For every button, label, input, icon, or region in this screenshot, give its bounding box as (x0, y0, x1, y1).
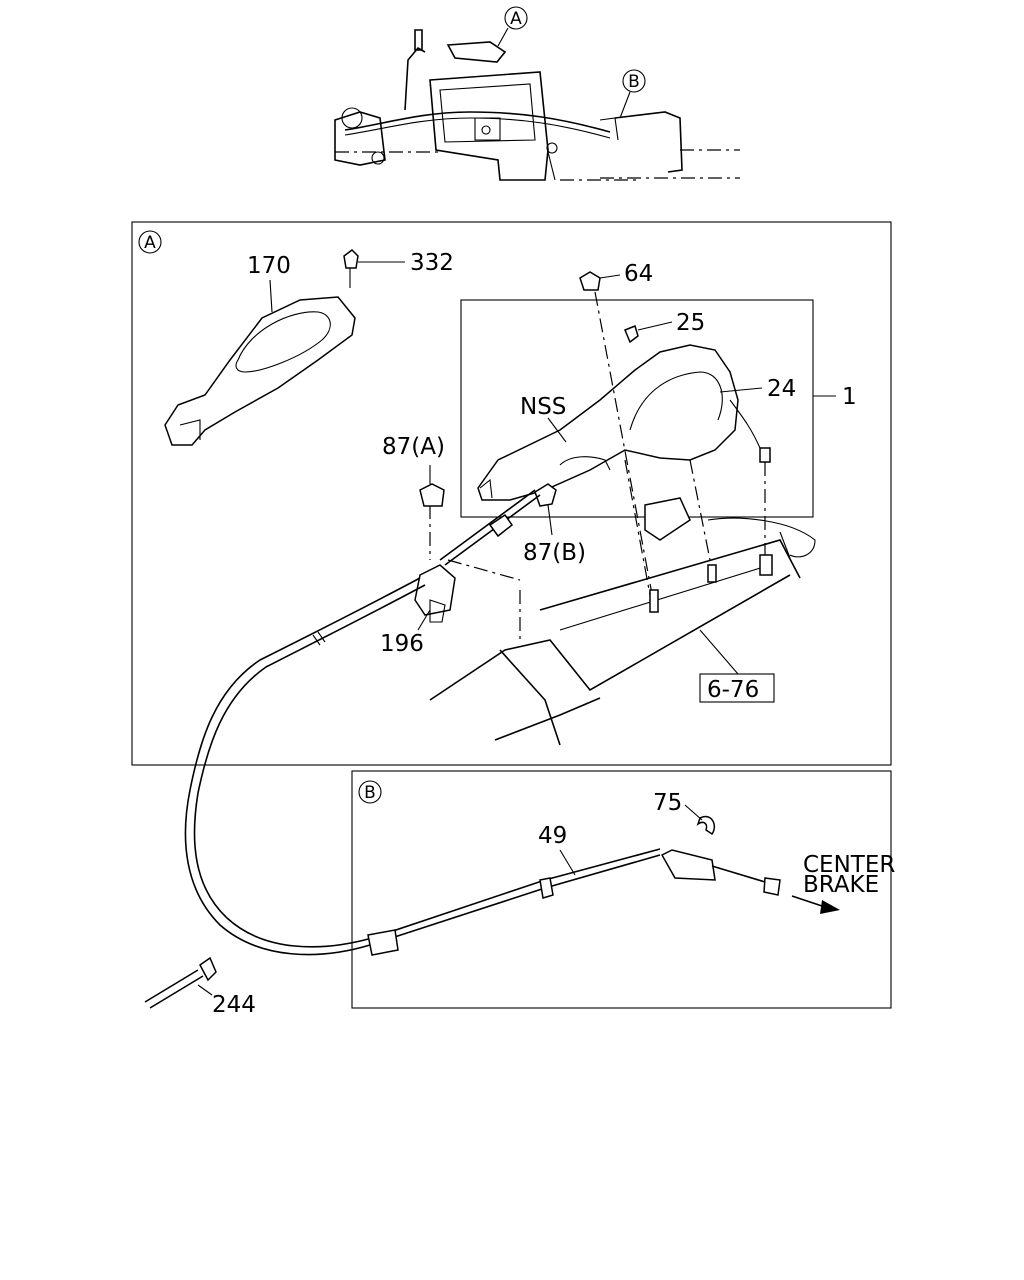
label-1: 1 (842, 384, 857, 410)
parking-brake-lever (477, 344, 761, 501)
tie-strap-244 (144, 956, 217, 1009)
section-a-callout-circle (138, 230, 162, 254)
label-87b: 87(B) (523, 540, 586, 566)
label-244: 244 (212, 992, 256, 1018)
label-6-76: 6-76 (707, 677, 759, 703)
label-332: 332 (410, 250, 454, 276)
overview-callout-b-circle (622, 69, 646, 93)
label-center: CENTER (803, 852, 895, 878)
lever-connector (759, 447, 771, 463)
nut-64 (579, 271, 601, 291)
reference-6-76-box (699, 673, 775, 703)
nut-87a (419, 483, 445, 507)
direction-arrow (791, 895, 840, 914)
overview-callout-b: B (628, 72, 640, 92)
label-24: 24 (767, 376, 796, 402)
nut-87b (534, 483, 557, 507)
label-brake: BRAKE (803, 872, 879, 898)
label-75: 75 (653, 790, 682, 816)
floor-panel (429, 497, 816, 746)
section-b-frame (351, 770, 892, 1009)
label-25: 25 (676, 310, 705, 336)
bracket-196 (414, 564, 456, 616)
cable-49 (184, 577, 781, 956)
overview-callout-a-circle (504, 6, 528, 30)
cable-front (439, 489, 541, 566)
label-64: 64 (624, 261, 653, 287)
label-170: 170 (247, 253, 291, 279)
label-196: 196 (380, 631, 424, 657)
section-a-frame (131, 221, 892, 766)
console-cover-170 (164, 296, 356, 446)
section-b-callout: B (364, 783, 376, 803)
section-b-callout-circle (358, 780, 382, 804)
screw-25 (624, 324, 639, 344)
clip-75 (696, 815, 716, 836)
overview-vehicle-sketch (334, 29, 740, 181)
section-a-callout: A (144, 233, 156, 253)
clip-332 (343, 249, 359, 288)
label-87a: 87(A) (382, 434, 445, 460)
overview-callout-a: A (510, 9, 522, 29)
label-49: 49 (538, 823, 567, 849)
label-nss: NSS (520, 394, 566, 420)
